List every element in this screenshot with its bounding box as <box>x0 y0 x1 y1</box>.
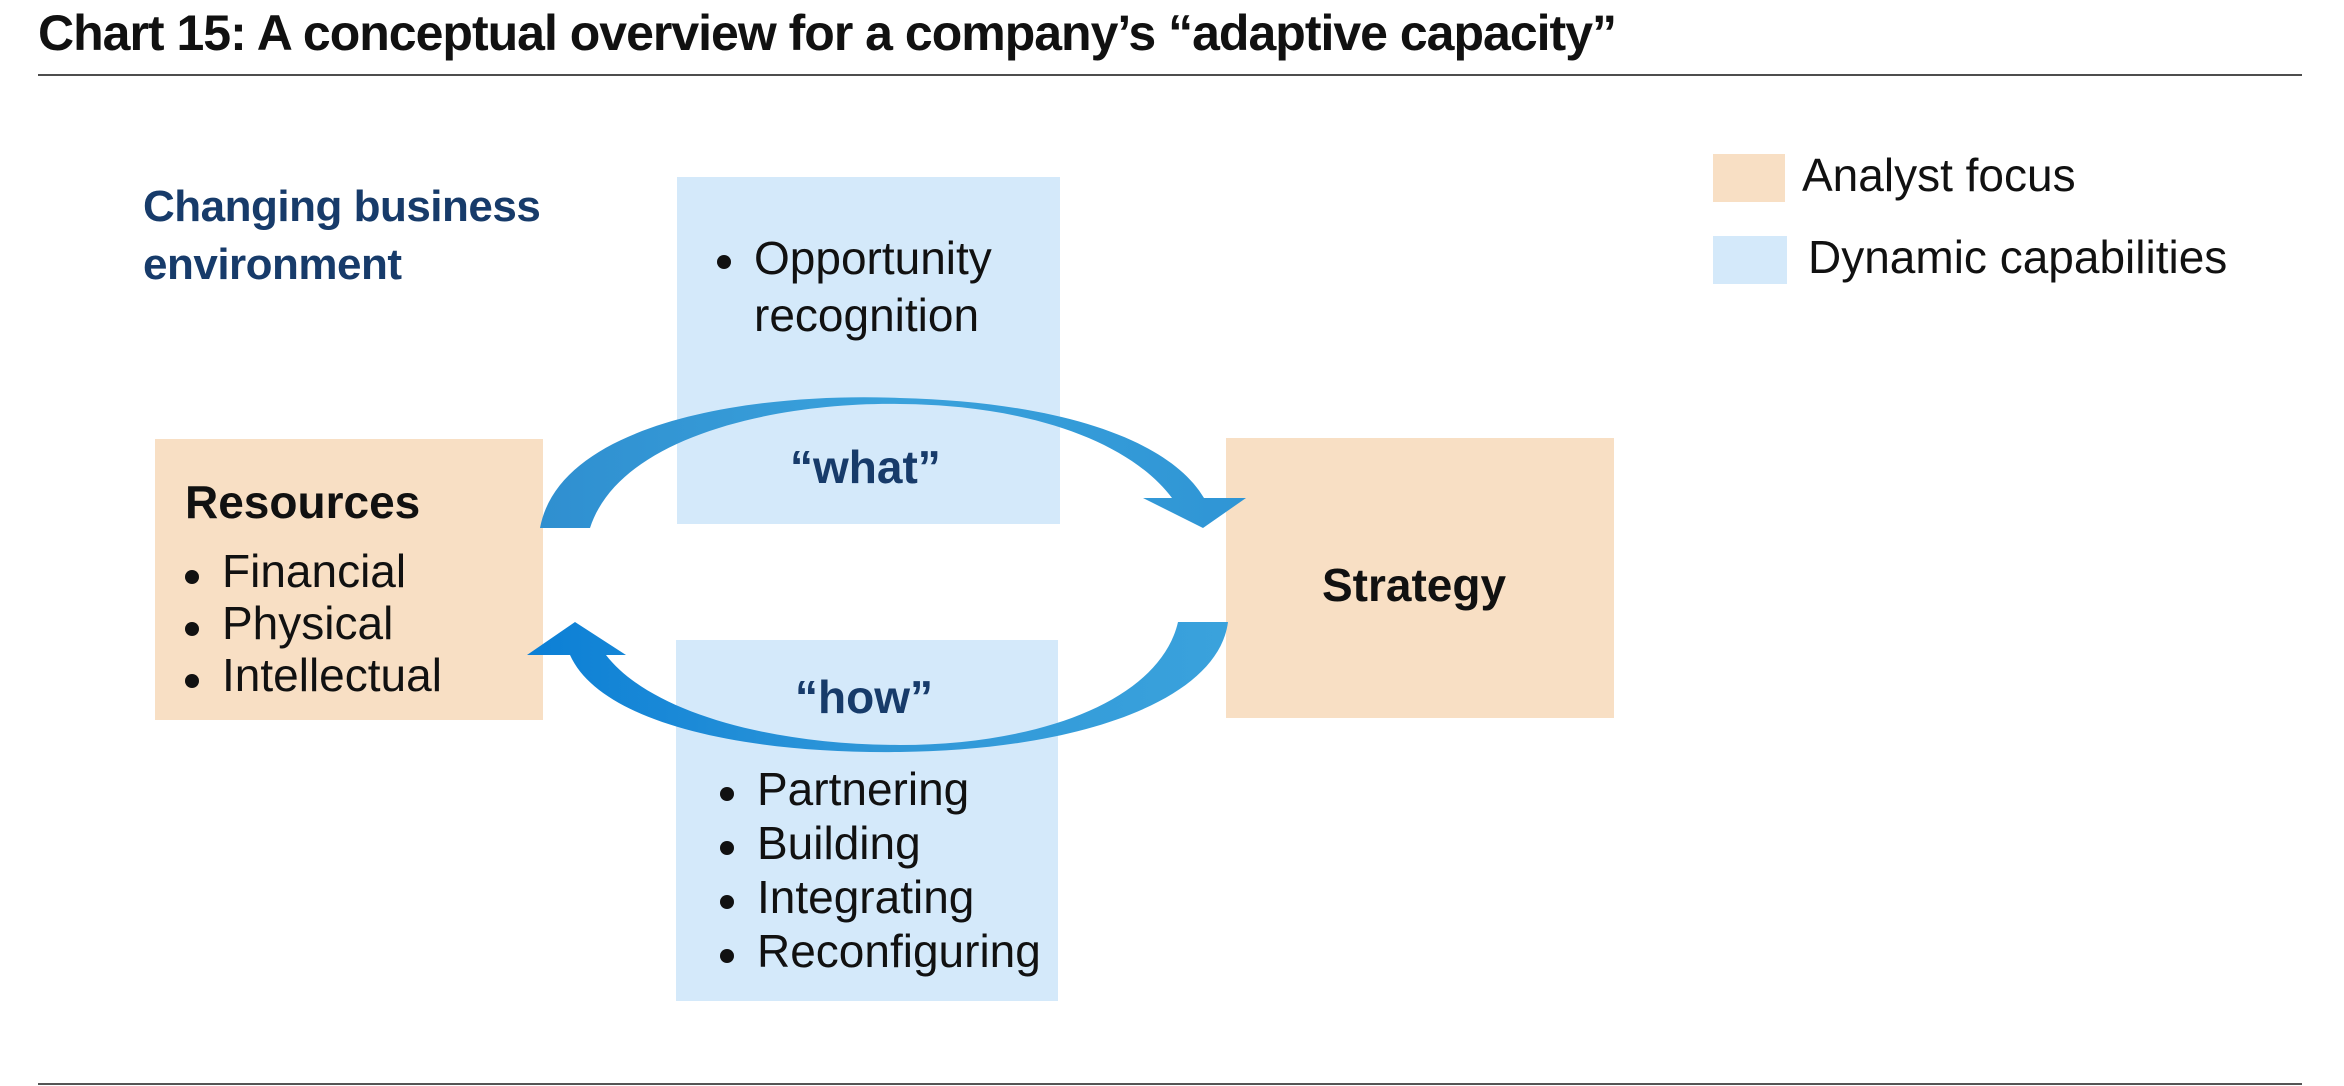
chart-title: Chart 15: A conceptual overview for a co… <box>38 5 1617 61</box>
strategy-box: Strategy <box>1226 438 1614 718</box>
how-item-partnering: Partnering <box>757 763 970 815</box>
resources-list-item: Physical <box>177 597 442 649</box>
resources-list-item: Financial <box>177 545 442 597</box>
how-list-item: Reconfiguring <box>712 924 1041 978</box>
resources-list-item: Intellectual <box>177 649 442 701</box>
changing-environment-label: Changing business environment <box>143 178 541 294</box>
how-item-reconfiguring: Reconfiguring <box>757 925 1041 977</box>
strategy-heading: Strategy <box>1322 559 1507 611</box>
how-label: “how” <box>795 671 933 723</box>
how-list-item: Partnering <box>712 762 1041 816</box>
resources-list: Financial Physical Intellectual <box>177 545 442 701</box>
what-list-item: Opportunity recognition <box>709 230 1054 344</box>
what-item-opportunity-recognition: Opportunity recognition <box>754 232 992 341</box>
changing-environment-line-1: Changing business <box>143 182 541 231</box>
resources-heading: Resources <box>185 476 421 528</box>
resources-item-intellectual: Intellectual <box>222 649 442 701</box>
legend-label-dynamic-capabilities: Dynamic capabilities <box>1808 231 2228 283</box>
resources-box: Resources Financial Physical Intellectua… <box>155 439 543 720</box>
how-list-item: Building <box>712 816 1041 870</box>
what-label: “what” <box>790 441 941 493</box>
bottom-divider <box>38 1083 2302 1085</box>
how-item-integrating: Integrating <box>757 871 975 923</box>
how-list-item: Integrating <box>712 870 1041 924</box>
changing-environment-line-2: environment <box>143 240 402 289</box>
resources-item-financial: Financial <box>222 545 407 597</box>
resources-item-physical: Physical <box>222 597 394 649</box>
what-list: Opportunity recognition <box>709 230 1054 344</box>
legend-label-analyst-focus: Analyst focus <box>1802 149 2076 201</box>
legend-swatch-analyst-focus <box>1713 154 1785 202</box>
top-divider <box>38 74 2302 76</box>
legend-swatch-dynamic-capabilities <box>1713 236 1787 284</box>
how-list: Partnering Building Integrating Reconfig… <box>712 762 1041 978</box>
how-item-building: Building <box>757 817 921 869</box>
